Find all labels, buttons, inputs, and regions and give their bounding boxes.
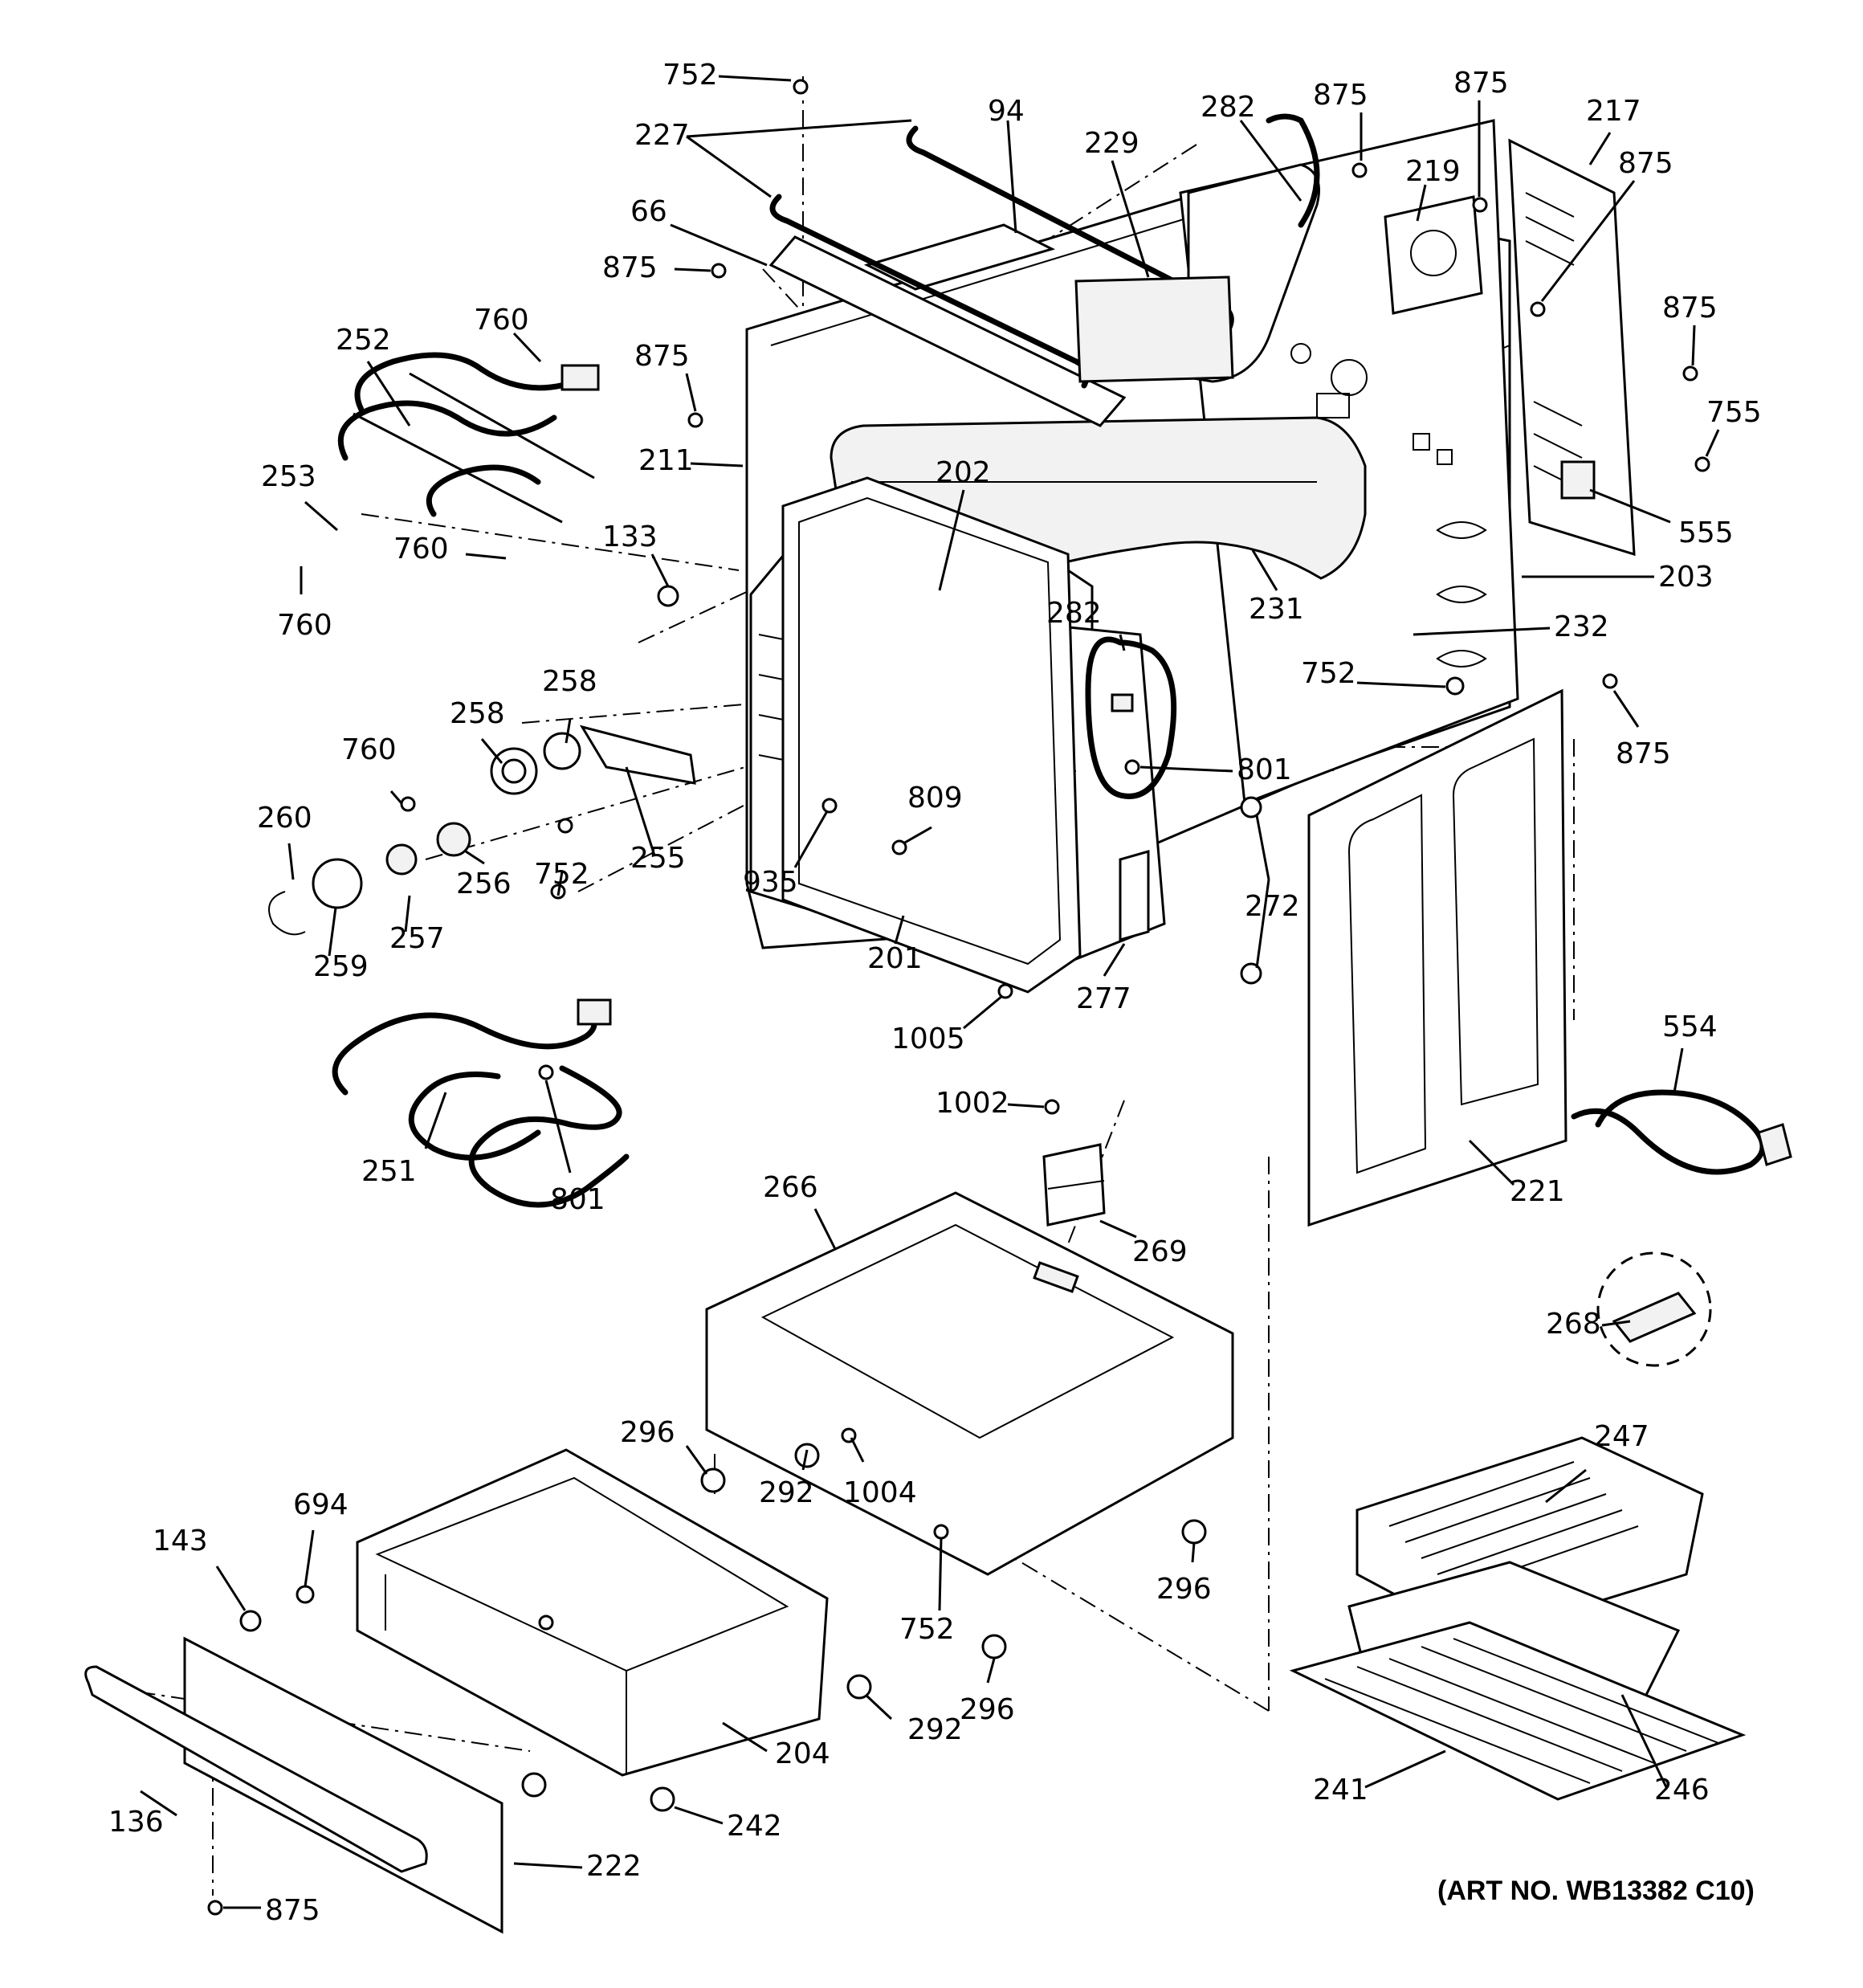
callout-136: 136 [108,1806,164,1839]
callout-1004: 1004 [843,1476,917,1509]
storage-drawer [356,1448,829,1777]
callout-760: 760 [393,533,449,565]
callout-260: 260 [257,802,312,835]
leader-lines [140,75,1720,1909]
callout-755: 755 [1706,396,1762,429]
callout-227: 227 [634,119,690,152]
callout-875: 875 [1453,67,1509,100]
callout-94: 94 [988,95,1025,128]
callout-875: 875 [634,340,690,373]
broil-element [337,352,600,524]
callout-219: 219 [1405,155,1461,188]
callout-247: 247 [1594,1420,1649,1453]
callout-258: 258 [542,665,597,698]
callout-251: 251 [361,1155,417,1188]
oven-rack [1289,1621,1747,1801]
callout-555: 555 [1678,516,1734,549]
callout-752: 752 [1301,657,1356,690]
callout-241: 241 [1313,1774,1368,1806]
callout-222: 222 [586,1850,642,1883]
callout-266: 266 [763,1171,818,1204]
callout-296: 296 [1156,1573,1212,1606]
detail-callout-circle [1596,1251,1712,1367]
callout-292: 292 [759,1476,814,1509]
callout-801: 801 [1237,753,1292,786]
callout-203: 203 [1658,561,1714,594]
callout-204: 204 [775,1737,830,1770]
callout-133: 133 [602,520,658,553]
callout-760: 760 [341,733,397,766]
side-panel-left [1307,688,1567,1227]
callout-760: 760 [474,304,529,337]
callout-292: 292 [907,1713,963,1746]
callout-246: 246 [1654,1774,1710,1806]
callout-259: 259 [313,950,369,983]
terminal-block [1560,460,1596,500]
callout-694: 694 [293,1488,349,1521]
callout-752: 752 [899,1613,955,1646]
callout-268: 268 [1546,1308,1601,1341]
callout-296: 296 [620,1416,675,1449]
oven-light-gasket [1085,636,1177,799]
callout-231: 231 [1249,593,1304,626]
callout-269: 269 [1132,1235,1188,1268]
lamp-bracket [1119,850,1150,941]
drawer-support-frame [705,1191,1234,1576]
callout-221: 221 [1510,1175,1565,1208]
callout-202: 202 [936,456,991,489]
callout-875: 875 [1618,147,1673,180]
callout-760: 760 [277,609,332,642]
callout-875: 875 [1616,737,1671,770]
callout-875: 875 [602,251,658,284]
callout-809: 809 [907,782,963,814]
callout-282: 282 [1201,91,1256,124]
oven-front-frame [781,476,1082,994]
control-knob-assembly [268,725,696,936]
callout-801: 801 [550,1183,605,1216]
callout-935: 935 [743,866,798,899]
callout-217: 217 [1586,95,1641,128]
callout-229: 229 [1084,127,1139,160]
drawer-handle [84,1665,428,1873]
callout-296: 296 [960,1693,1015,1726]
fasteners [207,79,1710,1916]
art-number: (ART NO. WB13382 C10) [1437,1876,1755,1906]
callout-257: 257 [389,922,445,955]
anti-tip-bracket [1042,1143,1106,1227]
power-cord [1571,1089,1792,1175]
callout-labels: 752 227 94 229 282 875 875 219 217 875 6… [108,59,1762,1927]
callout-875: 875 [1662,292,1718,325]
callout-255: 255 [630,842,686,875]
callout-1005: 1005 [891,1023,965,1055]
callout-211: 211 [638,444,694,477]
callout-256: 256 [456,867,512,900]
callout-242: 242 [727,1810,782,1843]
callout-1002: 1002 [936,1087,1009,1120]
bake-element [332,998,630,1208]
callout-875: 875 [265,1894,320,1927]
callout-66: 66 [630,195,667,228]
callout-258: 258 [450,697,505,730]
callout-232: 232 [1554,610,1609,643]
callout-201: 201 [867,942,923,975]
vent-grille-panel [1384,195,1483,315]
callout-253: 253 [261,460,316,493]
callout-143: 143 [153,1525,208,1557]
side-panel-right [1508,138,1636,557]
callout-277: 277 [1076,982,1131,1015]
callout-875: 875 [1313,79,1368,112]
callout-752: 752 [662,59,718,92]
callout-554: 554 [1662,1010,1718,1043]
callout-272: 272 [1245,890,1300,923]
callout-252: 252 [336,324,391,357]
insulation-pad [1074,276,1234,383]
callout-752: 752 [534,858,589,891]
callout-282: 282 [1046,597,1102,630]
